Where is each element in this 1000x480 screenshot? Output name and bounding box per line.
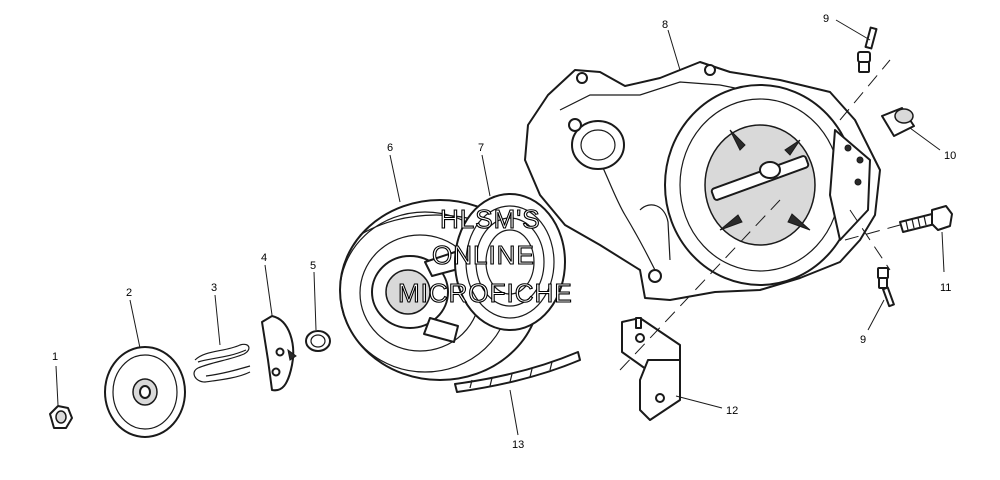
part-8-housing: [524, 61, 881, 301]
callout-9-bottom: 9: [860, 334, 866, 346]
callout-7: 7: [478, 142, 484, 154]
part-9-rivet-top: [857, 26, 878, 73]
part-12-bracket: [621, 317, 681, 421]
part-7-recoil-spring: [454, 193, 566, 331]
callout-2: 2: [126, 287, 132, 299]
callout-3: 3: [211, 282, 217, 294]
leader-lines: [55, 19, 945, 436]
watermark-line-1: HLSM'S: [440, 204, 541, 234]
callout-8: 8: [662, 19, 668, 31]
callout-13: 13: [512, 439, 524, 451]
part-2-plate: [104, 346, 186, 438]
part-11-bolt: [899, 205, 953, 233]
callout-4: 4: [261, 252, 267, 264]
watermark-line-3: MICROFICHE: [398, 278, 573, 308]
watermark: HLSM'S ONLINE MICROFICHE: [397, 203, 573, 308]
part-9-rivet-bottom: [877, 267, 895, 308]
part-1-nut: [49, 405, 73, 429]
part-5-small-spring: [305, 330, 331, 352]
callout-10: 10: [944, 150, 956, 162]
part-13-starter-rope: [454, 351, 581, 393]
part-10-bushing: [881, 107, 915, 137]
callout-12: 12: [726, 405, 738, 417]
watermark-line-2: ONLINE: [432, 240, 535, 270]
callout-9-top: 9: [823, 13, 829, 25]
callout-6: 6: [387, 142, 393, 154]
assembly-axis-lines: [619, 59, 901, 371]
callout-labels: 1 2 3 4 5 6 7 8 9 10 11 9 12 13: [52, 13, 956, 451]
part-4-pawl: [261, 315, 297, 392]
callout-11: 11: [940, 282, 951, 294]
callout-1: 1: [52, 351, 58, 363]
part-3-spring-clip: [193, 343, 251, 383]
callout-5: 5: [310, 260, 316, 272]
